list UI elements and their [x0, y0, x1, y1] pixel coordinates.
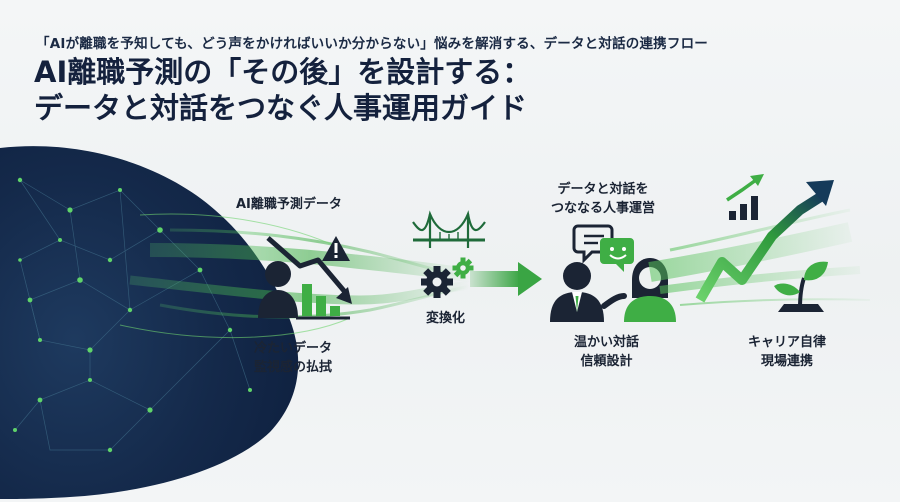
- bridge-icon: [412, 210, 486, 248]
- stage-career-caption-2: 現場連携: [761, 354, 814, 369]
- page-title: AI離職予測の「その後」を設計する： データと対話をつなぐ人事運用ガイド: [34, 54, 531, 126]
- stage-career-caption: キャリア自律 現場連携: [748, 333, 826, 371]
- stage-dialogue-caption: 温かい対話 信頼設計: [574, 333, 639, 371]
- growth-streams: [648, 208, 871, 306]
- stage-dialogue-title-2: つななる人事運営: [551, 201, 656, 216]
- sprout-icon: [774, 261, 828, 312]
- stage-data-caption-1: 冷たいデータ: [254, 341, 333, 356]
- stage-dialogue-title: データと対話を つななる人事運営: [551, 180, 655, 218]
- two-people-icon: [550, 258, 676, 322]
- chat-bubbles-icon: [572, 224, 634, 272]
- growth-arrow-icon: [695, 180, 834, 303]
- downtrend-chart-icon: [266, 236, 352, 320]
- title-line-1: AI離職予測の「その後」を設計する：: [34, 55, 532, 89]
- stage-data-caption: 冷たいデータ 監視感の払拭: [254, 339, 332, 377]
- bar-chart-icon: [726, 174, 764, 220]
- stage-convert-caption: 変換化: [426, 311, 466, 326]
- stage-data-title: AI離職予測データ: [236, 197, 342, 212]
- person-icon: [258, 261, 298, 318]
- page-subtitle: 「AIが離職を予知しても、どう声をかければいいか分からない」悩みを解消する、デー…: [36, 36, 708, 52]
- gears-icon: [421, 257, 474, 298]
- flow-arrow: [470, 262, 542, 296]
- stage-data-caption-2: 監視感の払拭: [254, 360, 333, 375]
- stage-dialogue-title-1: データと対話を: [557, 182, 649, 197]
- title-line-2: データと対話をつなぐ人事運用ガイド: [34, 91, 528, 125]
- warning-icon: [322, 236, 350, 261]
- network-blob: [0, 146, 299, 499]
- stage-dialogue-caption-1: 温かい対話: [574, 335, 640, 350]
- stage-dialogue-caption-2: 信頼設計: [580, 354, 633, 369]
- stage-career-caption-1: キャリア自律: [748, 335, 827, 350]
